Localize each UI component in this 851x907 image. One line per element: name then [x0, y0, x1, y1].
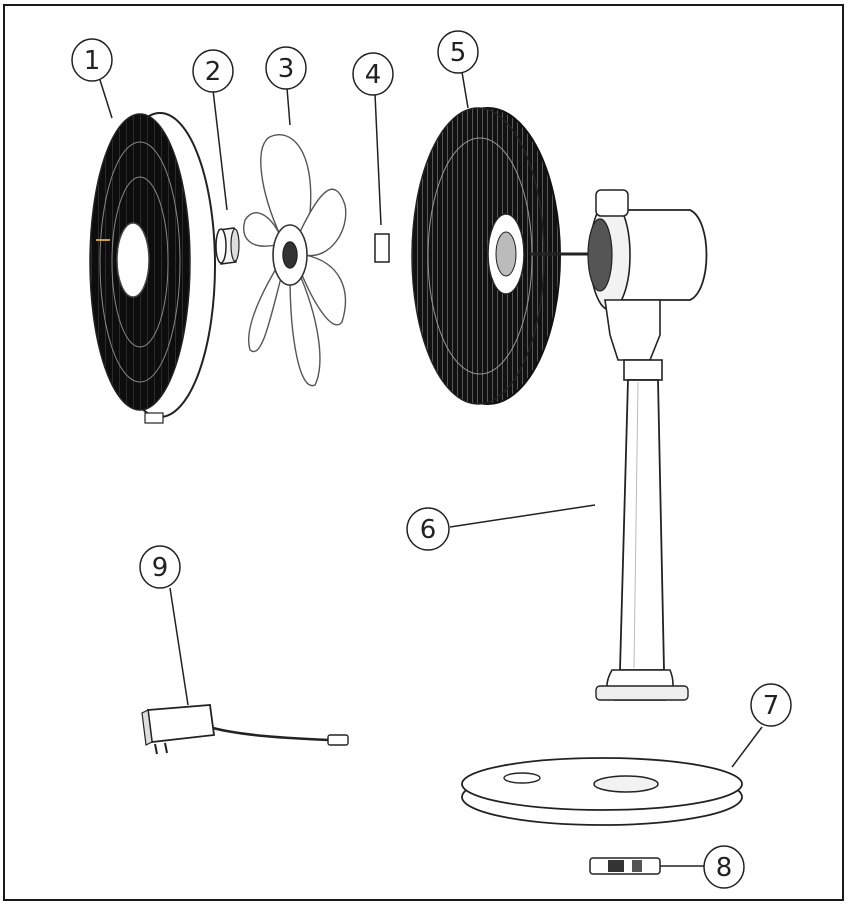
rear-grille — [411, 107, 561, 405]
motor-head — [530, 189, 708, 361]
callout-5: 5 — [437, 30, 479, 109]
switch-module — [589, 857, 661, 875]
blade-nut — [215, 227, 240, 265]
callout-1: 1 — [71, 38, 113, 119]
front-grille — [89, 112, 216, 424]
power-adapter — [141, 704, 349, 755]
callout-9-label: 9 — [152, 553, 169, 583]
callout-3-label: 3 — [278, 54, 295, 84]
callout-2-label: 2 — [205, 57, 222, 87]
callout-9: 9 — [139, 545, 189, 706]
diagram-border — [3, 4, 844, 901]
callout-3: 3 — [265, 46, 307, 126]
stand-base — [461, 757, 743, 826]
stand-pole — [595, 359, 689, 701]
callout-8: 8 — [660, 845, 745, 889]
callout-7-label: 7 — [763, 691, 780, 721]
callout-5-label: 5 — [450, 38, 467, 68]
callout-8-label: 8 — [716, 853, 733, 883]
callout-1-label: 1 — [84, 46, 101, 76]
callout-4: 4 — [352, 52, 394, 226]
spacer — [374, 233, 390, 263]
callout-6: 6 — [406, 504, 596, 551]
callout-4-label: 4 — [365, 60, 382, 90]
callout-6-label: 6 — [420, 515, 437, 545]
fan-blade — [243, 134, 347, 387]
callout-2: 2 — [192, 49, 234, 211]
callout-7: 7 — [731, 683, 792, 768]
